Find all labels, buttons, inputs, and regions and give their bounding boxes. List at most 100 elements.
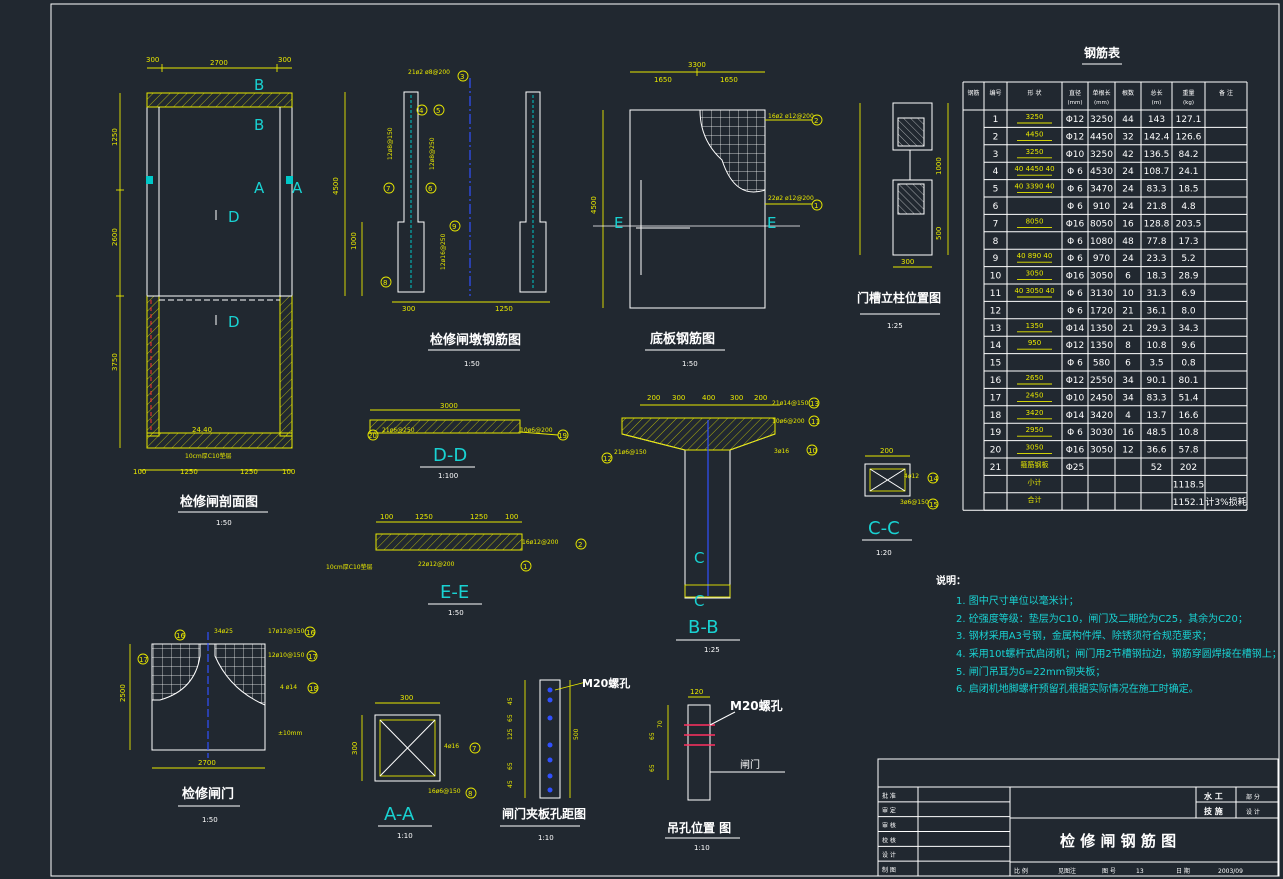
table-cell: 80.1 [1178,376,1198,386]
note-4: 4. 采用10t螺杆式启闭机；闸门用2节槽钢拉边，钢筋穿圆焊接在槽钢上； [956,647,1282,660]
slot-view: 300 1000 500 门槽立柱位置图 1:25 [857,102,949,330]
rebar-table-title: 钢筋表 [1084,45,1121,60]
table-cell: 3030 [1090,428,1113,438]
table-cell: 3130 [1090,289,1113,299]
tb-bottom-3: 图 号 [1102,868,1116,875]
table-cell: 21 [1122,324,1133,334]
table-cell: 18.5 [1178,185,1198,195]
tb-bottom-5: 日 期 [1176,867,1190,875]
pier-title: 检修闸墩钢筋图 [430,332,521,348]
gate-note-3: 12ø10@150 [268,652,305,659]
gate-scale: 1:50 [202,816,218,824]
pier-dim-1000: 1000 [350,232,358,250]
section-dim-bottom-3: 1250 [240,468,258,476]
dd-dim: 3000 [440,402,458,410]
table-cell: Φ12 [1066,341,1085,351]
table-cell: 34.3 [1178,324,1198,334]
base-note-1: 16ø2 ø12@200 [768,113,814,120]
table-cell: 36.6 [1146,446,1166,456]
table-cell: 6 [993,202,999,212]
section-dim-top-3: 300 [278,56,291,64]
pier-dim-300: 300 [402,305,415,313]
title-block-label: 校 核 [882,836,896,844]
gate-callout-16a: 16 [176,632,185,640]
title-block-label: 制 图 [882,866,896,874]
pier-view: 3 4 5 6 7 8 9 21ø2 ø8@200 12ø8@150 12ø8@… [332,69,550,368]
table-cell: 合计 [1028,495,1042,504]
pier-callout-7: 7 [386,185,390,193]
cc-dim: 200 [880,447,893,455]
table-header-unit: (kg) [1183,100,1194,106]
table-cell: 1350 [1090,341,1113,351]
table-cell: 8.0 [1181,306,1196,316]
aa-callout-7: 7 [472,745,476,753]
aa-note-2: 16ø6@150 [428,788,461,795]
table-cell: 3420 [1090,411,1113,421]
dd-callout-20: 20 [368,432,377,440]
table-cell: 84.2 [1178,150,1198,160]
table-cell: 14 [990,341,1002,351]
table-cell: Φ16 [1066,272,1085,282]
clamp-bolt-label: M20螺孔 [582,676,630,690]
ee-title: E-E [440,582,469,603]
pier-callout-5: 5 [436,107,440,115]
bb-scale: 1:25 [704,646,720,654]
ee-callout-2: 2 [578,541,582,549]
table-cell: 24 [1122,185,1134,195]
section-label-b2: B [254,116,264,134]
clamp-title: 闸门夹板孔距图 [502,806,586,821]
table-cell: 970 [1093,254,1110,264]
table-cell: 29.3 [1146,324,1166,334]
pier-dim-height: 4500 [332,177,340,195]
note-6: 6. 启闭机地脚螺杆预留孔根据实际情况在施工时确定。 [956,682,1199,695]
table-cell: 8050 [1090,219,1113,229]
tb-right-1b: 部 分 [1246,793,1260,801]
table-header-cell: 编号 [989,89,1001,97]
section-label-d2: D [228,313,240,331]
pier-note-1: 21ø2 ø8@200 [408,69,450,76]
rebar-table: 钢筋表 钢筋编号形 状直径(mm)单根长(mm)根数总长(m)重量(kg)备 注… [962,45,1248,511]
table-cell: 0.8 [1181,359,1196,369]
section-note: 10cm厚C10垫层 [185,452,232,460]
slot-dim-width: 300 [901,258,914,266]
table-cell: 24.1 [1178,167,1198,177]
table-cell: 128.8 [1144,219,1170,229]
cc-note-1: 4ø12 [904,473,919,480]
base-title: 底板钢筋图 [650,331,715,347]
slot-scale: 1:25 [887,322,903,330]
table-cell: 3050 [1090,272,1113,282]
gate-title: 检修闸门 [182,786,234,802]
aa-note-1: 4ø16 [444,743,459,750]
table-cell: 6 [1125,359,1131,369]
section-dim-bottom-4: 100 [282,468,295,476]
section-title: 检修闸剖面图 [180,494,258,510]
base-scale: 1:50 [682,360,698,368]
base-dim-half-1: 1650 [654,76,672,84]
table-cell: 9.6 [1181,341,1196,351]
section-dim-bottom-2: 1250 [180,468,198,476]
slot-dim-1000: 1000 [935,157,943,175]
section-dim-left-1: 1250 [111,128,119,146]
aa-dim-width: 300 [400,694,413,702]
table-cell: 13.7 [1146,411,1166,421]
table-cell: Φ 6 [1067,428,1083,438]
table-cell: 57.8 [1178,446,1198,456]
table-cell: 8 [1125,341,1131,351]
bb-view: 200 300 400 300 200 13 11 12 10 21ø14@15… [601,394,820,654]
table-cell: 950 [1028,339,1041,347]
hoist-dim-65a: 65 [649,732,656,740]
table-cell: 20 [990,446,1002,456]
base-dim-half-2: 1650 [720,76,738,84]
gate-callout-18: 18 [309,685,318,693]
table-cell: 17 [990,393,1001,403]
base-note-2: 22ø2 ø12@200 [768,195,814,202]
table-cell: 23.3 [1146,254,1166,264]
table-cell: 3470 [1090,185,1113,195]
table-cell: 40 3390 40 [1014,183,1054,191]
table-cell: 143 [1148,115,1165,125]
table-cell: 3250 [1026,148,1044,156]
bb-dim-1: 200 [647,394,660,402]
table-cell: Φ 6 [1067,306,1083,316]
table-cell: 3250 [1026,113,1044,121]
table-cell: 8050 [1026,217,1044,225]
